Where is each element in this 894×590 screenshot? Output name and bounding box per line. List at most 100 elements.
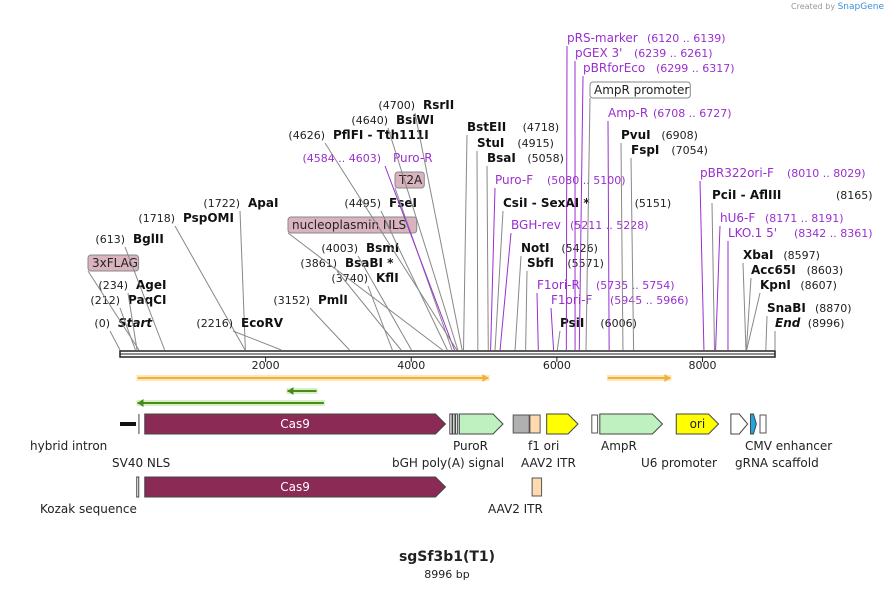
feature xyxy=(455,413,459,435)
site-name: BsaBI * xyxy=(345,256,394,270)
site-name: StuI xyxy=(477,136,504,150)
feature-tag: AmpR promoter xyxy=(585,81,691,351)
feature-box xyxy=(759,414,767,434)
site-coord: (8603) xyxy=(807,264,844,277)
feature xyxy=(136,476,140,498)
restriction-site: PciI - AflIII(8165) xyxy=(711,188,873,351)
leader-line xyxy=(578,75,584,351)
feature-label: Kozak sequence xyxy=(40,502,137,516)
site-coord: (6708 .. 6727) xyxy=(653,107,732,120)
site-coord: (3740) xyxy=(331,272,368,285)
feature-ori: ori xyxy=(675,413,720,435)
restriction-site: (3152)PmlI xyxy=(273,293,350,351)
restriction-site: NotI(5426) xyxy=(514,241,598,351)
site-name: PsiI xyxy=(560,316,584,330)
site-name: LKO.1 5' xyxy=(728,226,777,240)
restriction-site: (234) AgeI xyxy=(98,278,166,351)
restriction-site: StuI(4915) xyxy=(476,136,554,351)
feature-arrow xyxy=(730,413,749,435)
site-name: PvuI xyxy=(621,128,651,142)
primer-site: pGEX 3'(6239 .. 6261) xyxy=(574,46,713,351)
site-coord: (234) xyxy=(98,279,128,292)
restriction-site: BsaI(5058) xyxy=(486,151,564,351)
leader-line xyxy=(556,330,561,351)
site-name: FseI xyxy=(389,196,417,210)
leader-line xyxy=(699,180,705,351)
site-name: BglII xyxy=(133,232,164,246)
feature-label: hybrid intron xyxy=(30,439,107,453)
feature-box xyxy=(529,414,541,434)
primer-site: F1ori-R(5735 .. 5754) xyxy=(536,278,675,351)
restriction-site: (4495) FseI xyxy=(344,196,448,351)
feature-arrow xyxy=(546,413,579,435)
site-coord: (613) xyxy=(95,233,125,246)
feature-thin xyxy=(452,413,456,435)
feature-arrow xyxy=(750,413,757,435)
plasmid-length: 8996 bp xyxy=(424,568,470,581)
restriction-site: (2216)EcoRV xyxy=(196,316,284,351)
primer-site: F1ori-F(5945 .. 5966) xyxy=(550,293,689,351)
restriction-site: Acc65I(8603) xyxy=(745,263,844,351)
feature-box xyxy=(591,414,599,434)
leader-line xyxy=(357,255,412,351)
feature-label: AAV2 ITR xyxy=(488,502,543,516)
orf-arrow xyxy=(606,374,672,382)
leader-line xyxy=(630,157,635,351)
site-name: PflFI - Tth111I xyxy=(333,128,429,142)
site-name: EcoRV xyxy=(241,316,284,330)
site-coord: (4700) xyxy=(378,99,415,112)
restriction-site: CsiI - SexAI * (5151) xyxy=(494,196,672,351)
restriction-site: PsiI(6006) xyxy=(556,316,637,351)
leader-line xyxy=(765,315,768,351)
leader-line xyxy=(490,187,496,351)
feature-arrow xyxy=(599,413,664,435)
leader-line xyxy=(536,292,539,351)
leader-line xyxy=(287,232,443,351)
feature-label: U6 promoter xyxy=(641,456,717,470)
feature-thin xyxy=(449,413,453,435)
leader-line xyxy=(565,45,568,351)
site-coord: (4718) xyxy=(523,121,560,134)
orf-head xyxy=(287,387,294,395)
feature-arrow xyxy=(675,413,720,435)
site-name: KpnI xyxy=(760,278,791,292)
restriction-site: (4640)BsiWI xyxy=(351,113,459,351)
site-name: CsiI - SexAI * xyxy=(503,196,590,210)
site-coord: (6299 .. 6317) xyxy=(656,62,735,75)
site-name: NotI xyxy=(521,241,550,255)
leader-line xyxy=(174,225,246,351)
primer-site: LKO.1 5'(8342 .. 8361) xyxy=(727,226,873,351)
leader-line xyxy=(232,330,282,351)
orf-arrow xyxy=(136,399,325,407)
leader-line xyxy=(387,127,459,351)
primer-site: hU6-F(8171 .. 8191) xyxy=(715,211,844,351)
orf-head xyxy=(482,374,489,382)
site-name: Puro-F xyxy=(495,173,533,187)
leader-line xyxy=(745,277,752,351)
site-name: BsmI xyxy=(366,241,399,255)
site-coord: (4495) xyxy=(344,197,381,210)
feature-name: Cas9 xyxy=(280,417,310,431)
site-name: PmlI xyxy=(318,293,348,307)
site-coord: (8171 .. 8191) xyxy=(765,212,844,225)
site-name: AgeI xyxy=(136,278,166,292)
restriction-site: End(8996) xyxy=(774,316,844,350)
leader-line xyxy=(336,270,402,351)
feature-tag-label: AmpR promoter xyxy=(594,83,689,97)
site-coord: (5151) xyxy=(635,197,672,210)
site-coord: (1722) xyxy=(203,197,240,210)
feature-tag-label: 3xFLAG xyxy=(92,256,138,270)
site-name: F1ori-R xyxy=(537,278,580,292)
site-name: BGH-rev xyxy=(511,218,561,232)
site-coord: (5571) xyxy=(567,257,604,270)
credit-prefix: Created by xyxy=(791,2,836,11)
site-coord: (6908) xyxy=(661,129,698,142)
leader-line xyxy=(463,134,468,351)
site-name: Amp-R xyxy=(608,106,648,120)
feature-label: CMV enhancer xyxy=(745,439,832,453)
restriction-site: (212)PaqCI xyxy=(90,293,166,351)
site-coord: (4626) xyxy=(288,129,325,142)
feature-arrow xyxy=(458,413,504,435)
site-name: FspI xyxy=(631,143,659,157)
